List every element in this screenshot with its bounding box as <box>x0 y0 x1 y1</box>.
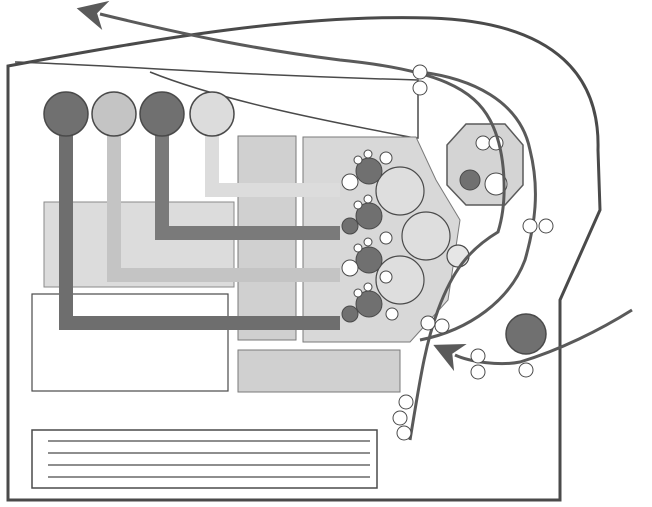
developer-rollers <box>341 149 399 323</box>
paper-tray <box>31 429 378 489</box>
toner-feed-dark-1 <box>59 112 340 330</box>
toner-feed-light <box>107 112 340 282</box>
laser-scanner-lower <box>237 349 401 393</box>
toner-cartridge-1 <box>43 91 89 137</box>
top-cover <box>14 61 419 139</box>
photoconductor-drums <box>375 166 470 305</box>
paper-exit-path <box>76 0 506 441</box>
duplex-return-path <box>419 70 537 342</box>
toner-cartridge-4 <box>189 91 235 137</box>
toner-feed-paths <box>59 112 340 330</box>
fuser-unit <box>446 123 524 206</box>
printer-housing <box>6 16 602 502</box>
toner-feed-dark-2 <box>155 112 340 240</box>
manual-feed-roller <box>505 313 547 355</box>
toner-cartridge-3 <box>139 91 185 137</box>
pinch-rollers <box>392 64 554 441</box>
toner-feed-pale <box>205 112 340 197</box>
toner-cartridges <box>43 91 235 137</box>
toner-cartridge-2 <box>91 91 137 137</box>
